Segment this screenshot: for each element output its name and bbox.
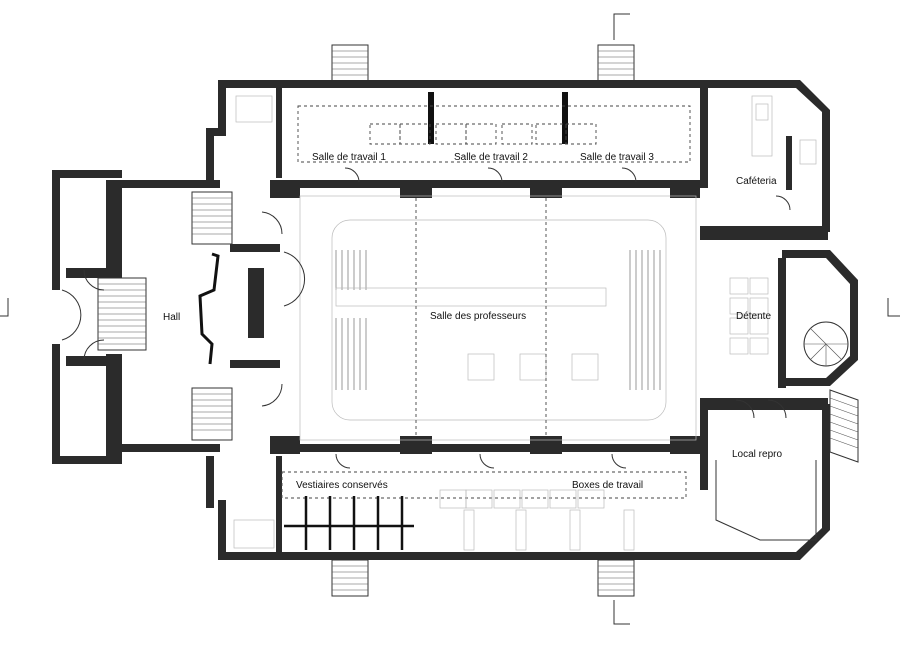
label-local-repro: Local repro bbox=[732, 449, 782, 460]
staff-room-furniture bbox=[299, 195, 697, 441]
label-salle-travail-2: Salle de travail 2 bbox=[454, 152, 528, 163]
label-salle-professeurs: Salle des professeurs bbox=[430, 311, 526, 322]
lockers-boxes bbox=[233, 95, 687, 551]
entrance-doors bbox=[61, 269, 105, 361]
repro-furniture bbox=[715, 399, 817, 541]
hall-stairs bbox=[97, 191, 306, 441]
label-hall: Hall bbox=[163, 312, 180, 323]
interior-walls bbox=[230, 88, 828, 552]
label-cafeteria: Caféteria bbox=[736, 176, 777, 187]
detente-furniture bbox=[729, 277, 849, 367]
label-salle-travail-1: Salle de travail 1 bbox=[312, 152, 386, 163]
cafeteria-furniture bbox=[751, 95, 817, 211]
label-salle-travail-3: Salle de travail 3 bbox=[580, 152, 654, 163]
exterior-walls bbox=[52, 80, 858, 560]
label-vestiaires: Vestiaires conservés bbox=[296, 480, 388, 491]
label-boxes: Boxes de travail bbox=[572, 480, 643, 491]
label-detente: Détente bbox=[736, 311, 771, 322]
work-rooms-furniture bbox=[297, 105, 691, 183]
section-markers bbox=[0, 13, 900, 625]
